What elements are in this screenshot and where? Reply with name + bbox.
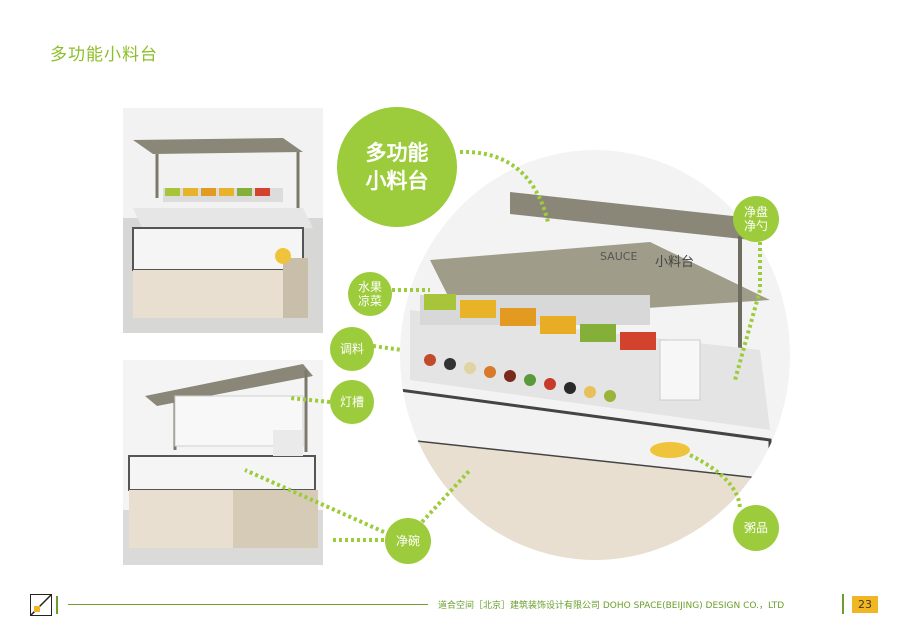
company-logo <box>30 594 52 616</box>
callout-plates-line2: 净勺 <box>743 219 768 233</box>
footer-divider-right <box>842 594 844 614</box>
page-number: 23 <box>852 596 878 613</box>
counter-photo-detail: SAUCE 小料台 <box>400 150 790 560</box>
callout-bowls: 净碗 <box>385 518 431 564</box>
sauce-sign-en: SAUCE <box>600 250 637 263</box>
counter-photo-bottom <box>123 360 323 565</box>
callout-lamp: 灯槽 <box>330 380 374 424</box>
callout-fruit-line1: 水果 <box>357 280 382 294</box>
callout-plates: 净盘 净勺 <box>733 196 779 242</box>
footer-divider-left <box>56 596 58 614</box>
callout-fruit-line2: 凉菜 <box>357 294 382 308</box>
footer-rule <box>68 604 428 605</box>
callout-plates-line1: 净盘 <box>743 205 768 219</box>
page-title: 多功能小料台 <box>50 45 158 65</box>
footer-company: 道合空间［北京］建筑装饰设计有限公司 DOHO SPACE(BEIJING) D… <box>438 601 785 611</box>
callout-sauce: 调料 <box>330 327 374 371</box>
callout-porridge: 粥品 <box>733 505 779 551</box>
callout-main-line1: 多功能 <box>365 141 429 165</box>
callout-main: 多功能 小料台 <box>337 107 457 227</box>
callout-main-line2: 小料台 <box>365 169 429 193</box>
callout-fruit: 水果 凉菜 <box>348 272 392 316</box>
counter-photo-top <box>123 108 323 333</box>
sauce-sign-cn: 小料台 <box>655 255 694 270</box>
